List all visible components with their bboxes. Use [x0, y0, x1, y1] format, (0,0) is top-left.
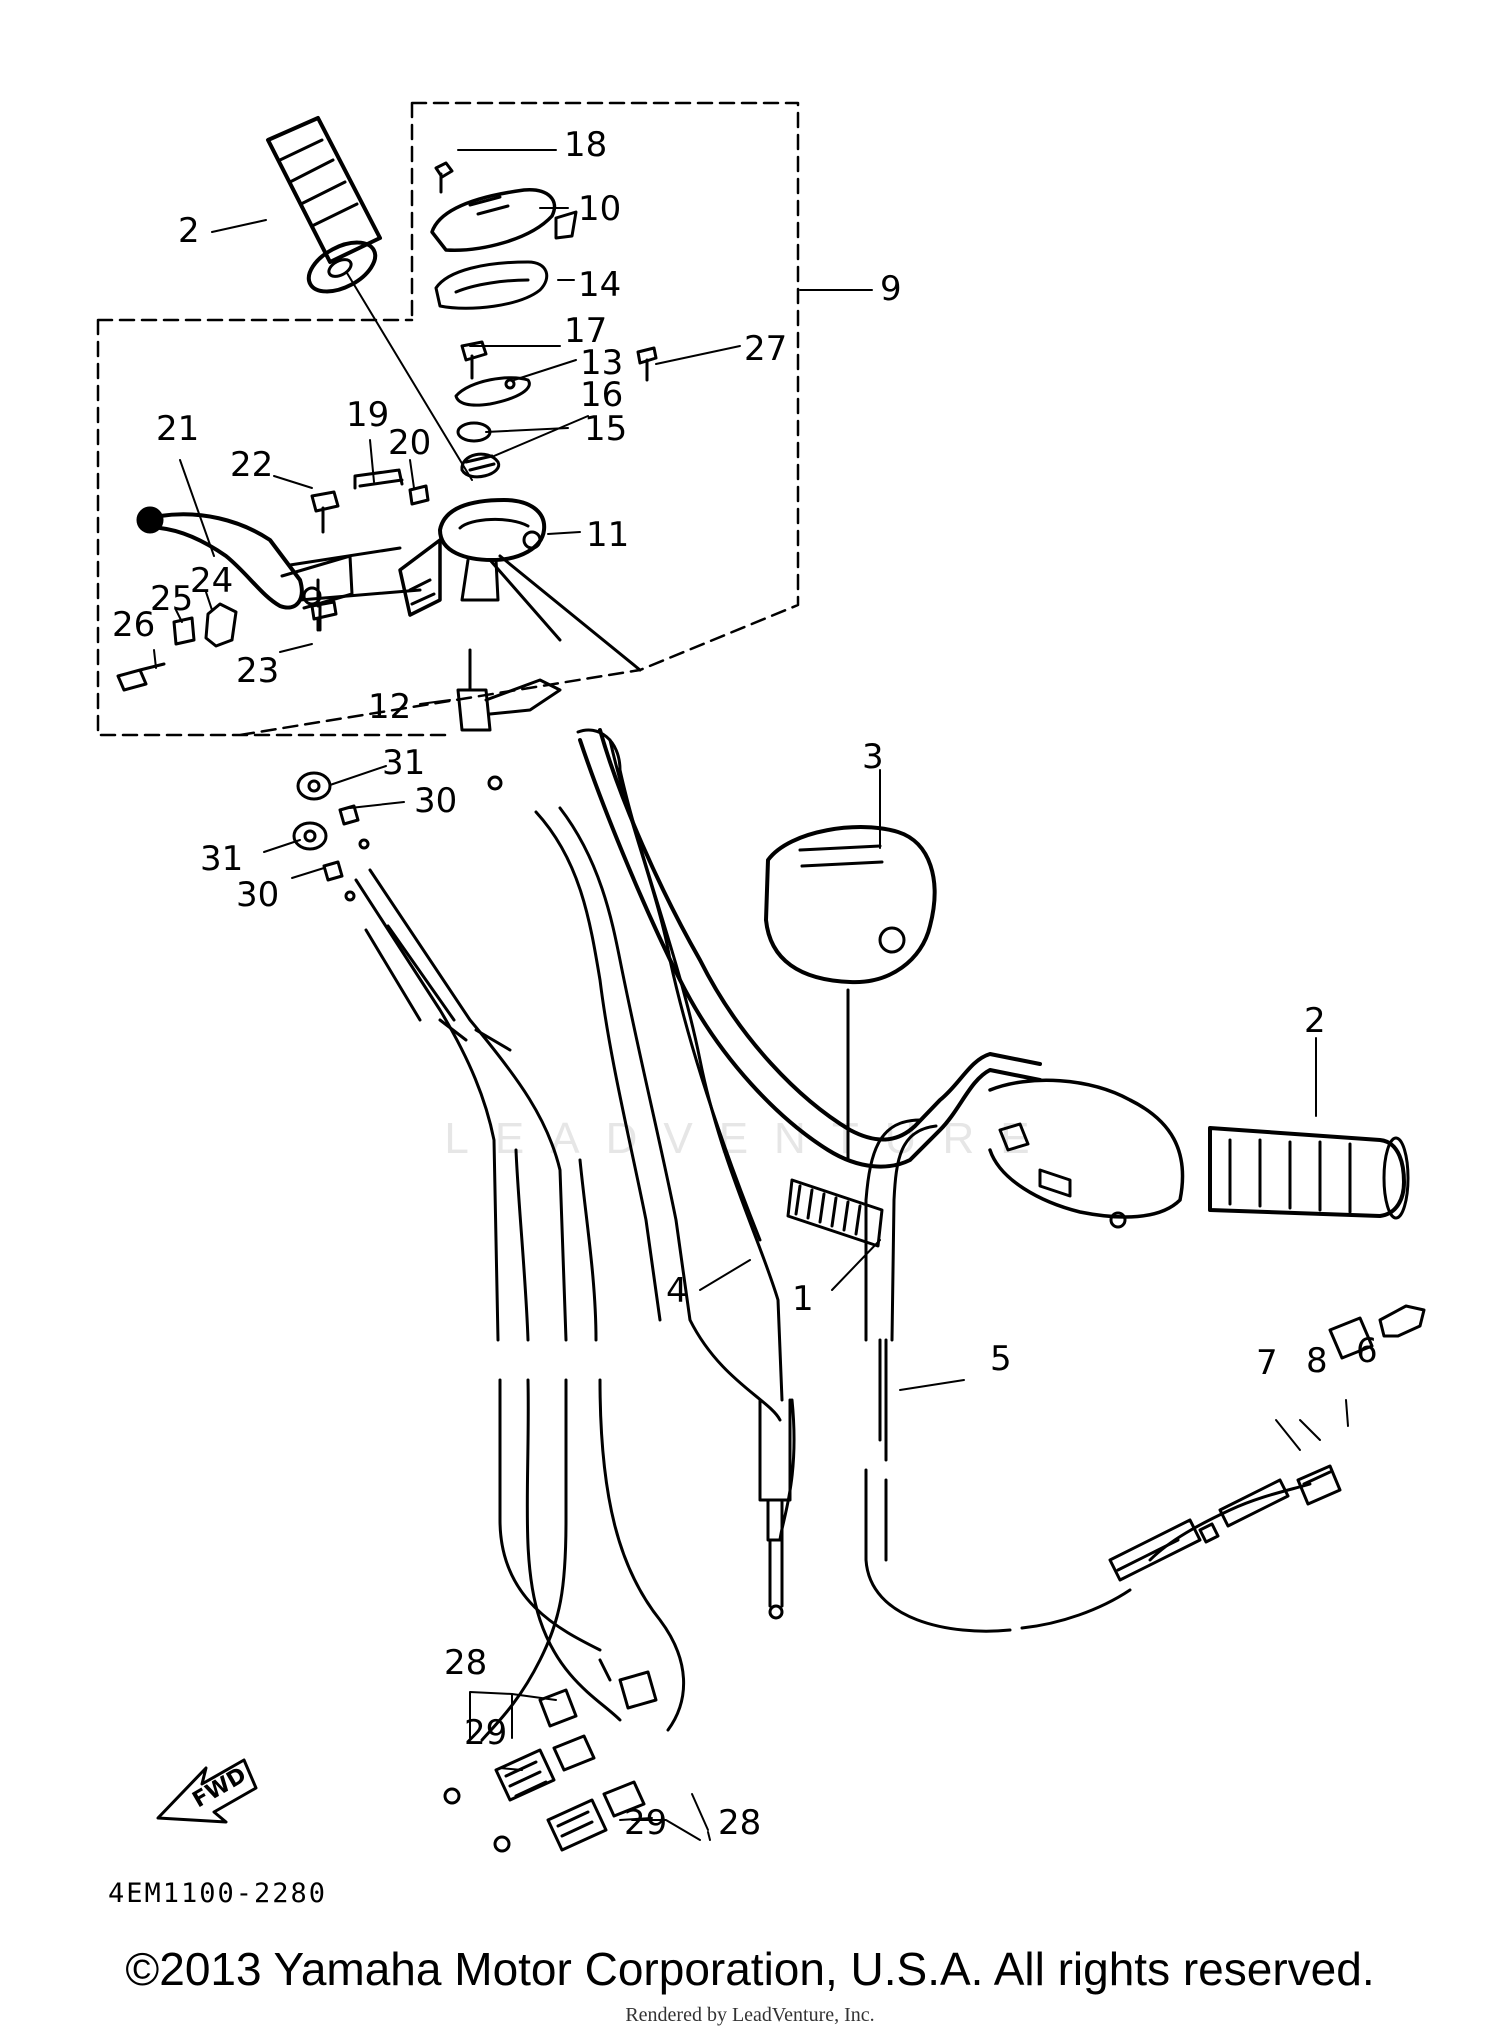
switch-top-parts	[430, 161, 578, 310]
callout-18: 18	[564, 125, 607, 165]
callout-29a: 29	[464, 1713, 507, 1753]
callout-26: 26	[112, 605, 155, 645]
callout-10: 10	[578, 189, 621, 229]
grip-right	[988, 1078, 1410, 1229]
callout-29b: 29	[624, 1803, 667, 1843]
cable-fittings	[292, 771, 503, 902]
group-box-left	[96, 318, 642, 737]
callout-31b: 31	[200, 839, 243, 879]
throttle-cables	[354, 868, 685, 1742]
callout-21: 21	[156, 409, 199, 449]
callout-15: 15	[584, 409, 627, 449]
callout-30b: 30	[236, 875, 279, 915]
callout-5: 5	[990, 1339, 1012, 1379]
callout-numbers: 2 18 10 14 9 17 27 13 16 15 21 19 20 22 …	[108, 125, 1378, 1909]
callout-31a: 31	[382, 743, 425, 783]
leader-lines	[153, 149, 1349, 1841]
callout-2a: 2	[178, 211, 200, 251]
callout-17: 17	[564, 311, 607, 351]
fwd-arrow	[156, 1758, 258, 1824]
callout-28b: 28	[718, 1803, 761, 1843]
switch-cover	[764, 825, 937, 1162]
adjuster-nuts	[443, 1734, 646, 1853]
callout-6: 6	[1356, 1331, 1378, 1371]
throttle-housing	[398, 498, 642, 732]
callout-23: 23	[236, 651, 279, 691]
callout-28a: 28	[444, 1643, 487, 1683]
copyright-notice: ©2013 Yamaha Motor Corporation, U.S.A. A…	[125, 1943, 1375, 1995]
cable-4	[534, 728, 796, 1620]
callout-1: 1	[792, 1279, 814, 1319]
small-parts-center	[454, 340, 658, 479]
cable-5	[864, 1118, 1312, 1633]
callout-2b: 2	[1304, 1001, 1326, 1041]
callout-19: 19	[346, 395, 389, 435]
grip-top-left	[266, 116, 473, 481]
callout-11: 11	[586, 515, 629, 555]
small-parts-left	[116, 468, 430, 692]
callout-13: 13	[580, 343, 623, 383]
callout-9: 9	[880, 269, 902, 309]
callout-12: 12	[368, 687, 411, 727]
callout-25: 25	[150, 579, 193, 619]
callout-14: 14	[578, 265, 621, 305]
fwd-label: FWD	[189, 1763, 251, 1813]
callout-22: 22	[230, 445, 273, 485]
callout-27: 27	[744, 329, 787, 369]
brake-lever	[136, 506, 422, 610]
callout-30a: 30	[414, 781, 457, 821]
callout-20: 20	[388, 423, 431, 463]
callout-3: 3	[862, 737, 884, 777]
callout-24: 24	[190, 561, 233, 601]
lever-adjust-parts	[1108, 1304, 1426, 1582]
callout-16: 16	[580, 375, 623, 415]
callout-7: 7	[1256, 1343, 1278, 1383]
group-box-9	[410, 101, 800, 672]
callout-4: 4	[666, 1271, 688, 1311]
callout-8: 8	[1306, 1341, 1328, 1381]
diagram-code: 4EM1100-2280	[108, 1878, 327, 1909]
rendered-by-note: Rendered by LeadVenture, Inc.	[625, 2004, 875, 2026]
handlebar	[578, 728, 1042, 1248]
